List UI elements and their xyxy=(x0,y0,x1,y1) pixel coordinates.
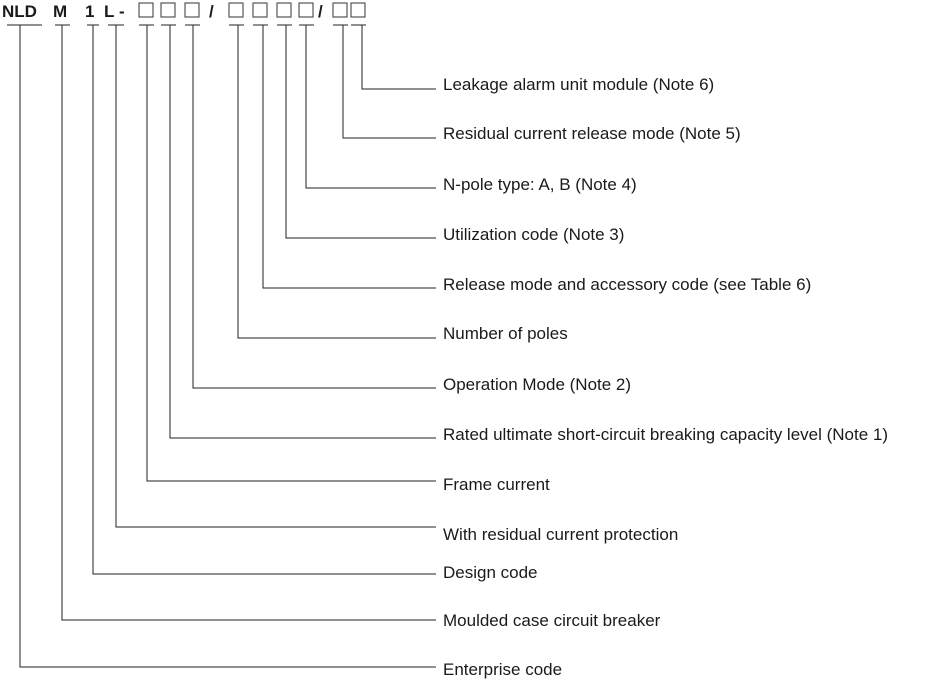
leader-line-leakage-alarm xyxy=(361,25,436,90)
code-enterprise: NLD xyxy=(2,2,37,21)
leader-line-frame-current xyxy=(146,25,436,482)
leader-line-n-pole xyxy=(305,25,436,189)
placeholder-box-n-pole xyxy=(298,2,314,18)
code-design: 1 xyxy=(85,2,94,21)
leader-line-breaking-capacity xyxy=(169,25,436,439)
label-utilization: Utilization code (Note 3) xyxy=(443,225,624,244)
placeholder-box-breaking-capacity xyxy=(160,2,176,18)
label-n-pole: N-pole type: A, B (Note 4) xyxy=(443,175,637,194)
leader-line-release-accessory xyxy=(262,25,436,289)
label-frame-current: Frame current xyxy=(443,475,550,494)
label-design: Design code xyxy=(443,563,538,582)
code-residual: L xyxy=(104,2,114,21)
leader-lines xyxy=(19,25,436,668)
label-enterprise: Enterprise code xyxy=(443,660,562,679)
label-release-accessory: Release mode and accessory code (see Tab… xyxy=(443,275,811,294)
placeholder-box-leakage-alarm xyxy=(350,2,366,18)
leader-line-operation-mode xyxy=(192,25,436,389)
placeholder-box-release-accessory xyxy=(252,2,268,18)
placeholder-box-utilization xyxy=(276,2,292,18)
code-dash: - xyxy=(119,2,125,21)
leader-line-breaker-type xyxy=(61,25,436,621)
label-residual-release: Residual current release mode (Note 5) xyxy=(443,124,741,143)
label-breaking-capacity: Rated ultimate short-circuit breaking ca… xyxy=(443,425,888,444)
placeholder-box-operation-mode xyxy=(184,2,200,18)
placeholder-box-residual-release xyxy=(332,2,348,18)
model-code: NLD M 1 L - / / xyxy=(2,2,366,21)
label-operation-mode: Operation Mode (Note 2) xyxy=(443,375,631,394)
labels: Leakage alarm unit module (Note 6) Resid… xyxy=(443,75,888,679)
leader-line-enterprise xyxy=(19,25,436,668)
code-slash-2: / xyxy=(318,2,323,21)
placeholder-box-frame-current xyxy=(138,2,154,18)
label-residual: With residual current protection xyxy=(443,525,678,544)
placeholder-box-poles xyxy=(228,2,244,18)
leader-line-utilization xyxy=(285,25,436,239)
label-breaker-type: Moulded case circuit breaker xyxy=(443,611,661,630)
label-leakage-alarm: Leakage alarm unit module (Note 6) xyxy=(443,75,714,94)
code-slash-1: / xyxy=(209,2,214,21)
leader-line-design xyxy=(92,25,436,575)
label-poles: Number of poles xyxy=(443,324,568,343)
leader-line-poles xyxy=(237,25,436,339)
code-breaker-type: M xyxy=(53,2,67,21)
leader-line-residual-release xyxy=(342,25,436,139)
leader-line-residual xyxy=(115,25,436,528)
